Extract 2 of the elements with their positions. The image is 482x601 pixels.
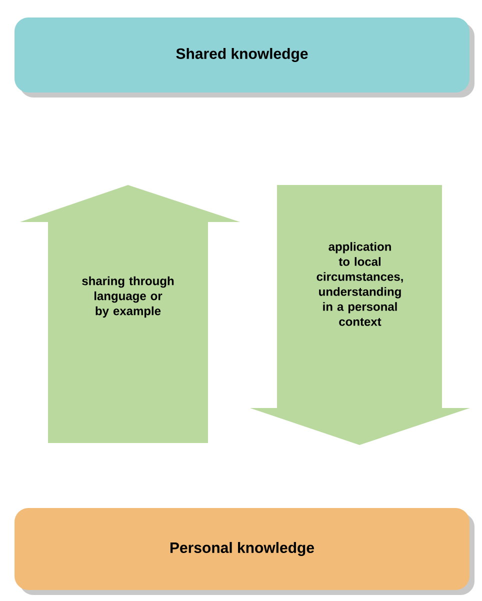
rounded-box: Personal knowledge xyxy=(14,508,474,595)
rounded-box: Shared knowledge xyxy=(14,18,474,98)
